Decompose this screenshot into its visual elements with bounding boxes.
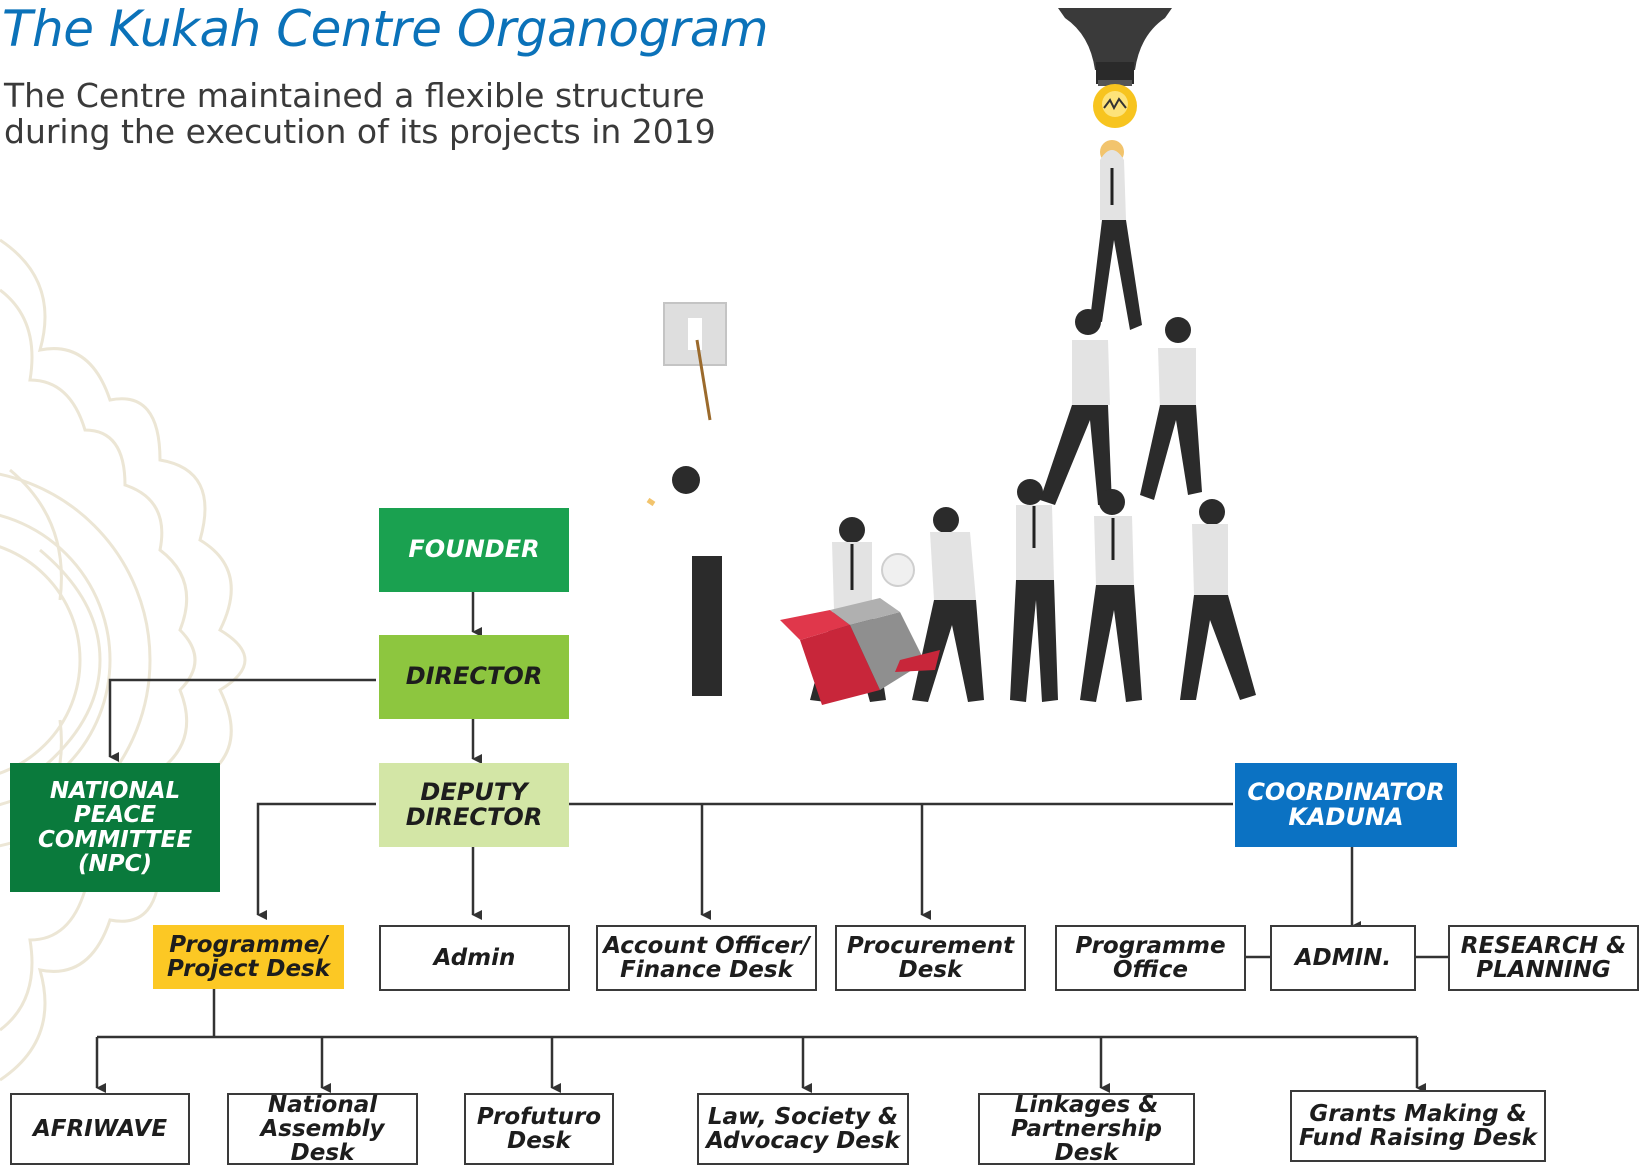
afriwave-desk-box: AFRIWAVE — [10, 1093, 190, 1165]
research-planning-box: RESEARCH & PLANNING — [1448, 925, 1639, 991]
account-officer-finance-desk-box: Account Officer/ Finance Desk — [596, 925, 817, 991]
light-switch-icon — [663, 302, 727, 421]
person-icon — [646, 466, 722, 696]
director-box: DIRECTOR — [379, 635, 569, 719]
programme-office-box: Programme Office — [1055, 925, 1246, 991]
founder-box: FOUNDER — [379, 508, 569, 592]
kaduna-admin-box: ADMIN. — [1270, 925, 1416, 991]
coordinator-kaduna-box: COORDINATOR KADUNA — [1235, 763, 1457, 847]
light-bulb-icon — [1093, 84, 1137, 128]
deputy-director-box: DEPUTY DIRECTOR — [379, 763, 569, 847]
page-subtitle: The Centre maintained a flexible structu… — [4, 76, 716, 151]
national-assembly-desk-box: National Assembly Desk — [227, 1093, 418, 1165]
npc-box: NATIONAL PEACE COMMITTEE (NPC) — [10, 763, 220, 892]
admin-box: Admin — [379, 925, 570, 991]
programme-project-desk-box: Programme/ Project Desk — [153, 925, 344, 989]
page-title: The Kukah Centre Organogram — [2, 0, 769, 58]
profuturo-desk-box: Profuturo Desk — [464, 1093, 614, 1165]
ceiling-lamp-icon — [1058, 8, 1172, 86]
law-society-advocacy-desk-box: Law, Society & Advocacy Desk — [697, 1093, 909, 1165]
cardboard-box-icon — [780, 553, 940, 705]
linkages-partnership-desk-box: Linkages & Partnership Desk — [978, 1093, 1195, 1165]
grants-fund-raising-desk-box: Grants Making & Fund Raising Desk — [1290, 1090, 1546, 1162]
procurement-desk-box: Procurement Desk — [835, 925, 1026, 991]
